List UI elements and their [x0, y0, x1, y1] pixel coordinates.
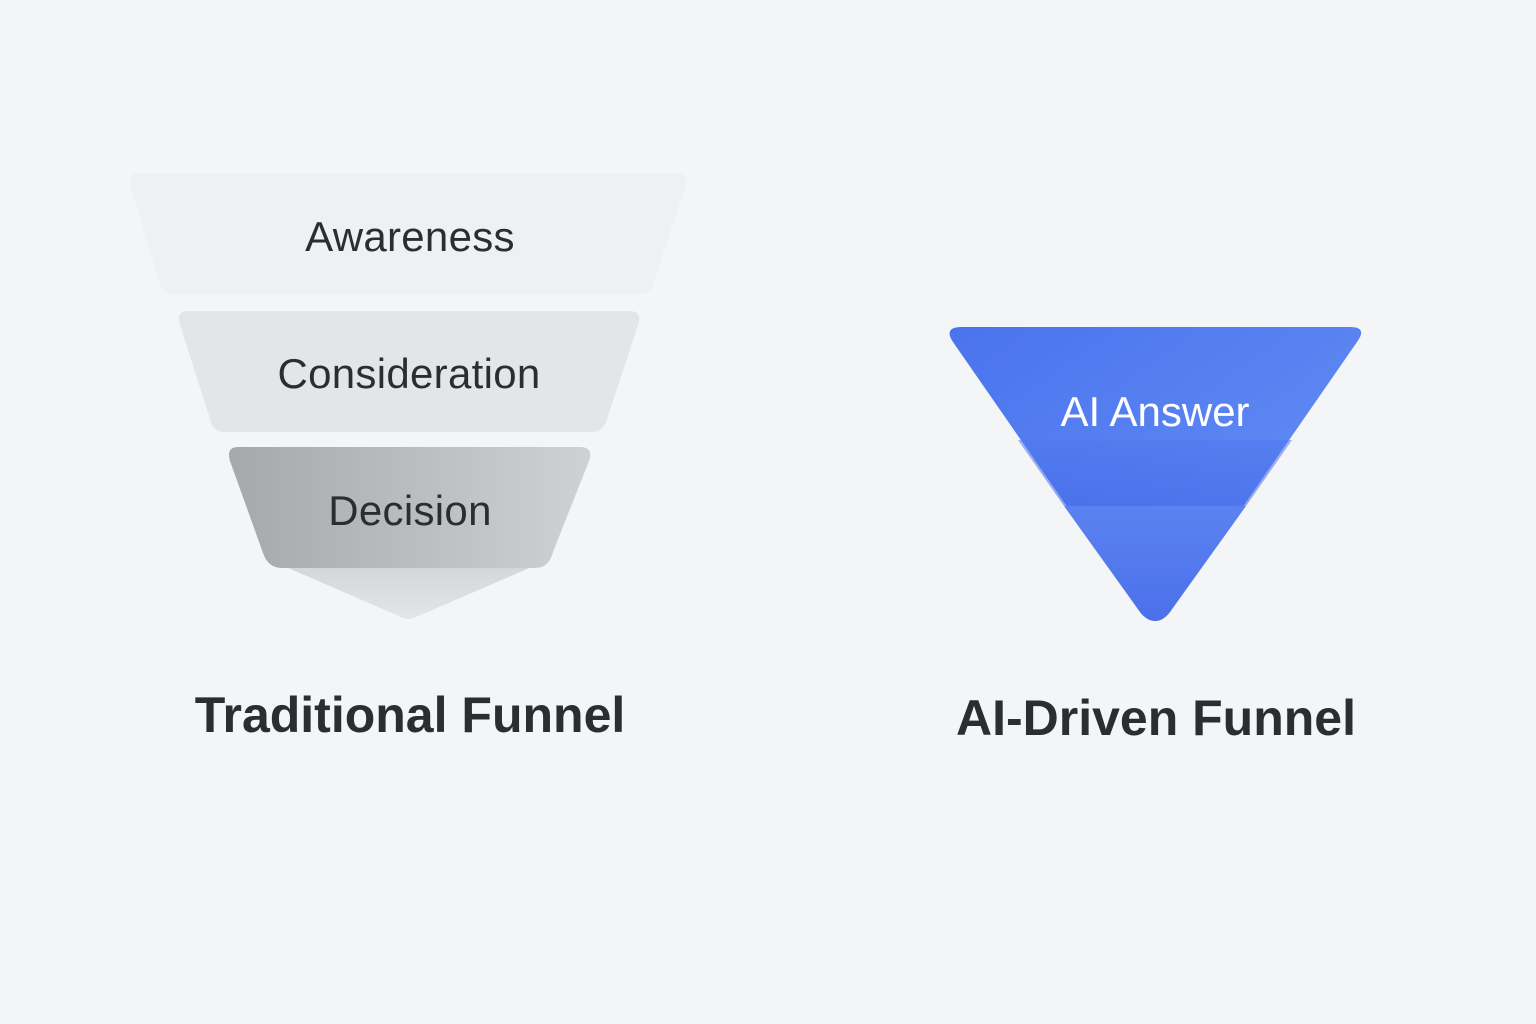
funnel-stage-awareness: Awareness [130, 173, 687, 294]
ai-funnel-tip [1064, 506, 1246, 621]
decision-label: Decision [328, 487, 491, 534]
funnel-tip [270, 560, 548, 619]
awareness-segment [130, 173, 687, 294]
ai-driven-funnel: AI Answer AI-Driven Funnel [949, 327, 1362, 746]
decision-segment [229, 447, 591, 568]
ai-funnel-caption: AI-Driven Funnel [956, 690, 1356, 746]
consideration-label: Consideration [277, 350, 540, 397]
consideration-segment [179, 311, 640, 432]
funnel-stage-consideration: Consideration [179, 311, 640, 432]
ai-answer-label: AI Answer [1060, 388, 1249, 435]
traditional-funnel: Awareness Consideration Decision Traditi… [130, 173, 687, 743]
awareness-label: Awareness [305, 213, 515, 260]
traditional-funnel-caption: Traditional Funnel [195, 687, 626, 743]
ai-funnel-band [1018, 440, 1292, 506]
funnel-stage-decision: Decision [229, 447, 591, 619]
